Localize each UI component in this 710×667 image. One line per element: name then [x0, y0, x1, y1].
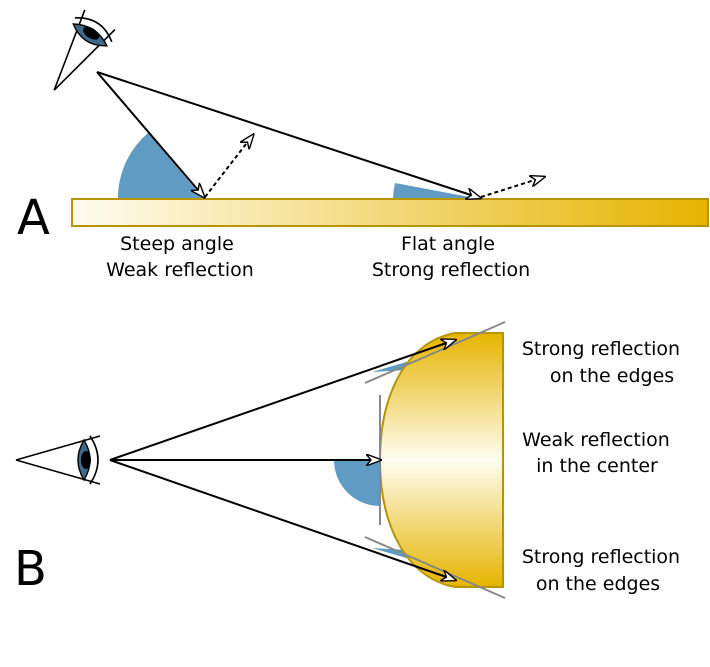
flat-caption-line-2: Strong reflection — [372, 259, 530, 281]
top-ray — [109, 340, 455, 461]
bottom-edge-caption: Strong reflection on the edges — [522, 546, 686, 595]
steep-caption-line-2: Weak reflection — [106, 259, 254, 281]
curved-surface-dome — [378, 332, 504, 588]
flat-caption-line-1: Flat angle — [401, 233, 495, 255]
top-caption-line-1: Strong reflection — [522, 338, 680, 360]
center-caption-line-2: in the center — [536, 455, 658, 477]
center-caption: Weak reflection in the center — [522, 429, 676, 477]
flat-angle-caption: Flat angle Strong reflection — [372, 233, 530, 281]
eye-icon — [15, 435, 101, 485]
panel-a-label: A — [17, 190, 50, 246]
reflective-surface-bar — [71, 198, 709, 227]
top-edge-caption: Strong reflection on the edges — [522, 338, 686, 387]
center-caption-line-1: Weak reflection — [522, 429, 670, 451]
panel-b-label: B — [14, 541, 47, 597]
panel-a: A Steep angle Weak reflection Flat angle… — [17, 9, 709, 281]
flat-incident-ray — [96, 71, 480, 198]
steep-incident-ray — [96, 71, 204, 197]
steep-caption-line-1: Steep angle — [120, 233, 234, 255]
flat-reflected-ray — [480, 177, 544, 198]
top-tangent-line — [364, 321, 506, 384]
steep-reflected-ray — [204, 135, 253, 198]
eye-icon — [53, 9, 116, 91]
steep-angle-wedge — [117, 133, 204, 199]
top-caption-line-2: on the edges — [550, 365, 674, 387]
steep-angle-caption: Steep angle Weak reflection — [106, 233, 254, 281]
bottom-tangent-line — [364, 536, 506, 599]
flat-angle-wedge — [393, 183, 480, 199]
center-angle-wedge — [334, 460, 380, 506]
panel-b: B Strong reflection on the edges Weak re… — [14, 321, 686, 599]
bottom-ray — [109, 459, 455, 580]
bottom-caption-line-1: Strong reflection — [522, 546, 680, 568]
bottom-caption-line-2: on the edges — [536, 573, 660, 595]
